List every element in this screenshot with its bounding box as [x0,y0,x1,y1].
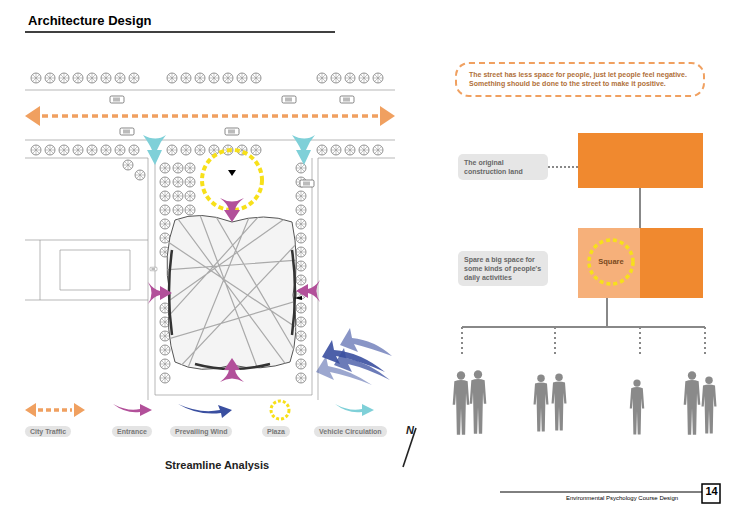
node-text: Square [598,257,624,266]
note-callout: The street has less space for people, ju… [455,62,705,97]
entry-marker [228,170,236,176]
node-text: Spare a big space for some kinds of peop… [464,255,542,282]
footer-rule [500,492,720,493]
street [25,90,395,400]
legend-label: Plaza [262,426,290,437]
building [165,215,300,375]
label-box: The original construction land [458,154,548,180]
legend-samples [25,401,374,419]
legend-label: Vehicle Circulation [314,426,387,437]
north-label: N [406,424,414,436]
page-title: Architecture Design [28,13,152,28]
caption: Streamline Analysis [165,459,269,471]
square-box: Square [578,228,703,298]
page-number: 14 [703,485,720,497]
legend-label: Entrance [112,426,152,437]
title-rule [25,31,335,33]
footer-text: Environmental Psychology Course Design [566,495,678,501]
plaza-circle [202,150,262,210]
label-box: Spare a big space for some kinds of peop… [458,251,548,286]
legend-label: Prevailing Wind [170,426,232,437]
wind-arrows [316,328,392,385]
people [453,370,717,434]
node-text: The original construction land [464,158,542,176]
node-text: The street has less space for people, ju… [469,70,691,89]
tree-rows [31,73,383,383]
entrance-arrows [148,198,320,382]
city-traffic-arrow [25,106,395,126]
square-plaza-circle [578,228,703,298]
construction-land-box [578,133,703,188]
page-number-box [702,484,720,503]
legend-label: City Traffic [25,426,71,437]
